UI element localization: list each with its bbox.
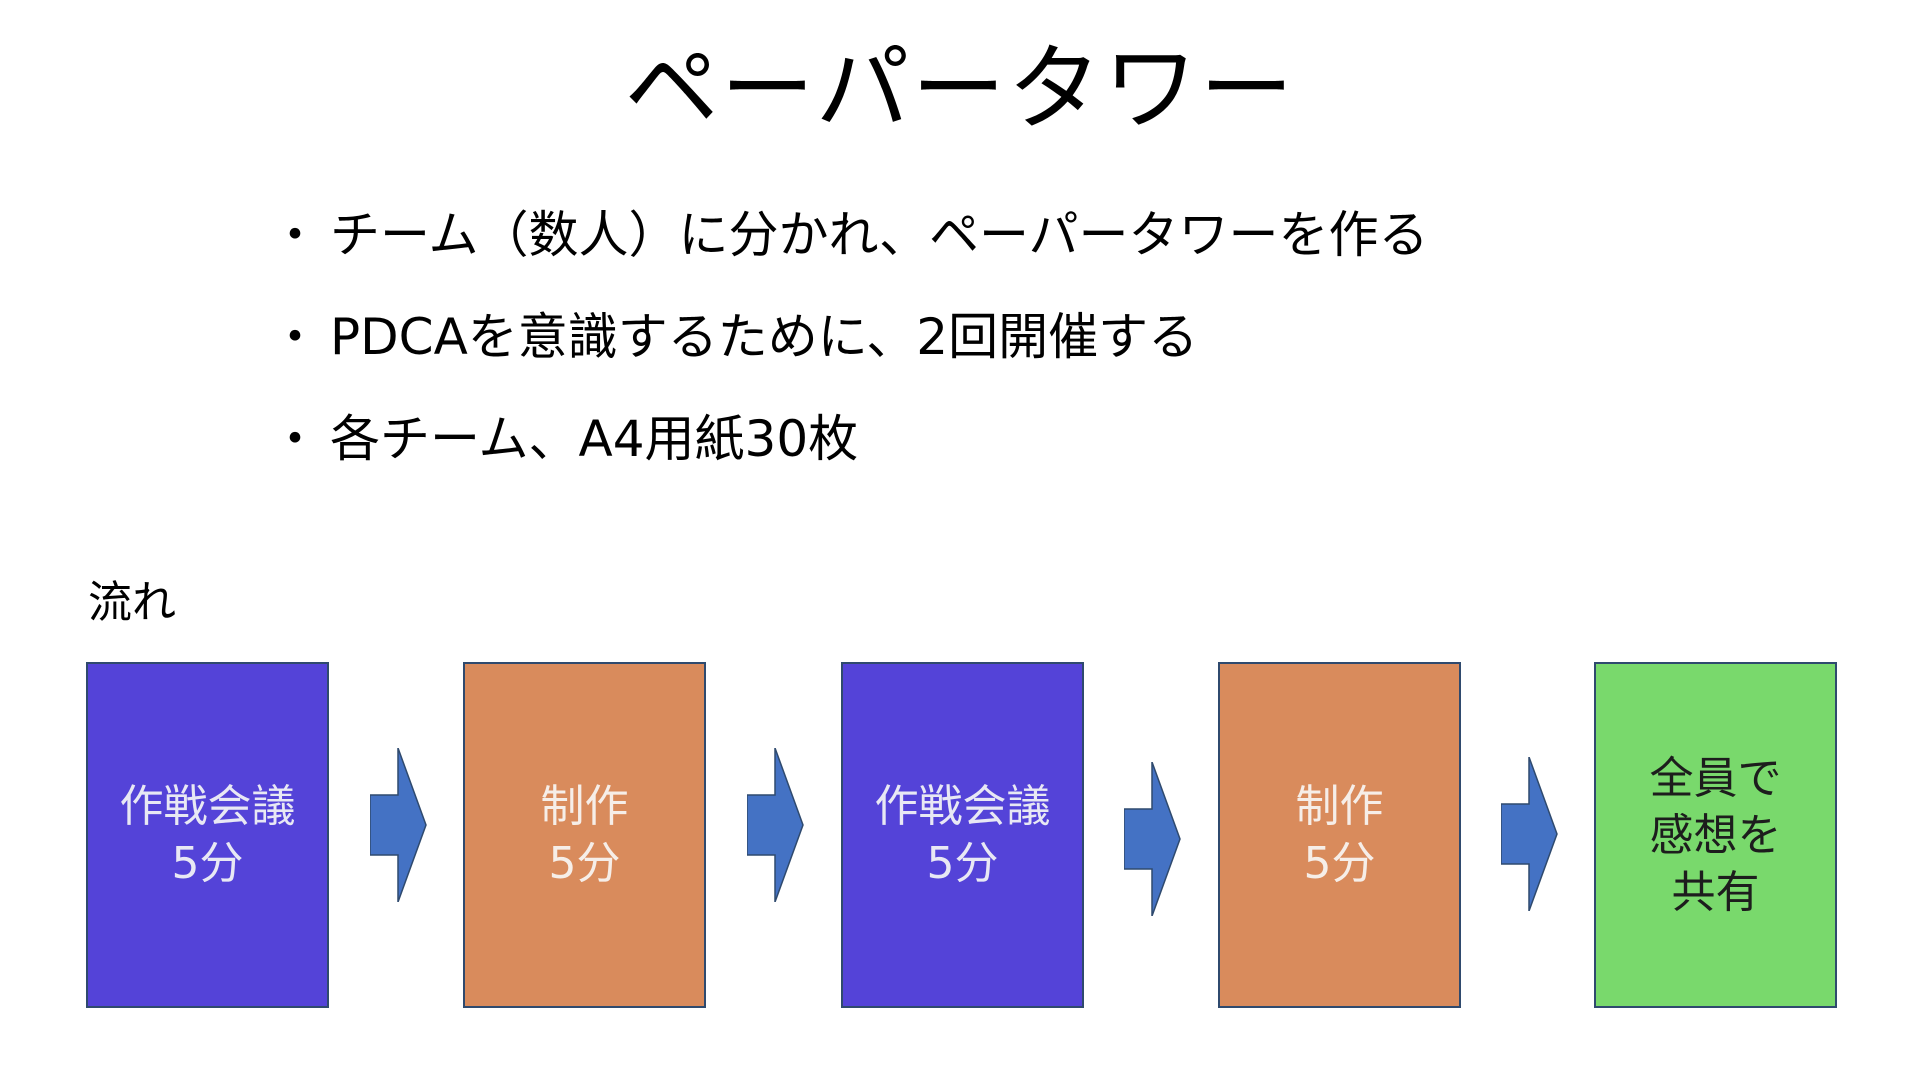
bullet-text: チーム（数人）に分かれ、ペーパータワーを作る bbox=[330, 206, 1429, 264]
right-arrow-icon bbox=[370, 748, 427, 902]
bullet-item: ・ PDCAを意識するために、2回開催する bbox=[270, 302, 1429, 372]
bullet-marker: ・ bbox=[270, 410, 320, 468]
flow-step-share-impressions: 全員で 感想を 共有 bbox=[1594, 662, 1837, 1008]
right-arrow-icon bbox=[1124, 762, 1181, 916]
flow-step-strategy-meeting-2: 作戦会議 5分 bbox=[841, 662, 1084, 1008]
slide-title: ペーパータワー bbox=[624, 35, 1296, 144]
step-line: 作戦会議 bbox=[119, 781, 296, 832]
flow-step-strategy-meeting-1: 作戦会議 5分 bbox=[86, 662, 329, 1008]
bullet-marker: ・ bbox=[270, 308, 320, 366]
step-line: 感想を bbox=[1649, 809, 1782, 861]
step-line: 制作 bbox=[1295, 781, 1384, 832]
right-arrow-icon bbox=[747, 748, 804, 902]
step-line: 全員で bbox=[1649, 752, 1782, 804]
flow-step-production-2: 制作 5分 bbox=[1218, 662, 1461, 1008]
flow-step-production-1: 制作 5分 bbox=[463, 662, 706, 1008]
bullet-item: ・ チーム（数人）に分かれ、ペーパータワーを作る bbox=[270, 200, 1429, 270]
step-line: 5分 bbox=[548, 838, 621, 889]
bullet-text: PDCAを意識するために、2回開催する bbox=[330, 308, 1199, 366]
step-line: 5分 bbox=[1303, 838, 1376, 889]
step-line: 共有 bbox=[1671, 866, 1760, 918]
bullet-item: ・ 各チーム、A4用紙30枚 bbox=[270, 404, 1429, 474]
step-line: 制作 bbox=[540, 781, 629, 832]
step-line: 5分 bbox=[171, 838, 244, 889]
bullet-list: ・ チーム（数人）に分かれ、ペーパータワーを作る ・ PDCAを意識するために、… bbox=[270, 200, 1429, 506]
step-line: 5分 bbox=[926, 838, 999, 889]
flow-label: 流れ bbox=[88, 577, 176, 628]
bullet-marker: ・ bbox=[270, 206, 320, 264]
bullet-text: 各チーム、A4用紙30枚 bbox=[330, 410, 859, 468]
step-line: 作戦会議 bbox=[874, 781, 1051, 832]
right-arrow-icon bbox=[1501, 757, 1558, 911]
